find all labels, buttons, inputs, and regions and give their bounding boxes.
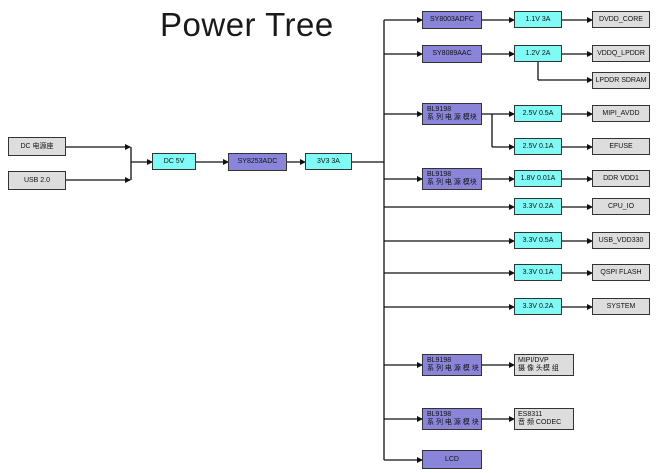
load-usb-vdd330: USB_VDD330 [592, 232, 650, 249]
regulator-bl9198-d-model: BL9198 [427, 411, 452, 418]
load-es8311-title: ES8311 [518, 411, 543, 418]
rail-2v5-b: 2.5V 0.1A [514, 138, 562, 155]
input-dc-jack: DC 电源座 [8, 137, 66, 156]
rail-3v3-qspi: 3.3V 0.1A [514, 264, 562, 281]
load-cpu-io: CPU_IO [592, 198, 650, 215]
rail-1v2: 1.2V 2A [514, 45, 562, 62]
rail-1v8: 1.8V 0.01A [514, 170, 562, 187]
dc5v-node: DC 5V [152, 153, 196, 170]
regulator-lcd: LCD [422, 450, 482, 469]
rail-2v5-a: 2.5V 0.5A [514, 105, 562, 122]
load-efuse: EFUSE [592, 138, 650, 155]
regulator-bl9198-a-desc: 系 列 电 源 模块 [427, 114, 477, 121]
input-usb: USB 2.0 [8, 171, 66, 190]
load-es8311-codec: ES8311 音 频 CODEC [514, 408, 574, 430]
load-mipi-avdd: MIPI_AVDD [592, 105, 650, 122]
regulator-bl9198-d: BL9198 系 列 电 源 模 块 [422, 408, 482, 430]
regulator-bl9198-b-desc: 系 列 电 源 模块 [427, 179, 477, 186]
regulator-bl9198-c: BL9198 系 列 电 源 模 块 [422, 354, 482, 376]
regulator-sy8003: SY8003ADFC [422, 11, 482, 29]
load-ddr-vdd1: DDR VDD1 [592, 170, 650, 187]
load-dvdd-core: DVDD_CORE [592, 11, 650, 28]
regulator-bl9198-a: BL9198 系 列 电 源 模块 [422, 103, 482, 125]
rail-3v3-system: 3.3V 0.2A [514, 298, 562, 315]
load-mipi-dvp-title: MIPI/DVP [518, 357, 549, 364]
load-system: SYSTEM [592, 298, 650, 315]
load-es8311-desc: 音 频 CODEC [518, 419, 562, 426]
regulator-bl9198-d-desc: 系 列 电 源 模 块 [427, 419, 479, 426]
load-lpddr-sdram: LPDDR SDRAM [592, 72, 650, 89]
load-qspi-flash: QSPI FLASH [592, 264, 650, 281]
regulator-bl9198-c-model: BL9198 [427, 357, 452, 364]
rail-3v3-cpu: 3.3V 0.2A [514, 198, 562, 215]
regulator-bl9198-c-desc: 系 列 电 源 模 块 [427, 365, 479, 372]
page-title: Power Tree [160, 6, 334, 43]
rail-3v3-usb: 3.3V 0.5A [514, 232, 562, 249]
load-mipi-dvp-camera: MIPI/DVP 摄 像 头模 组 [514, 354, 574, 376]
load-vddq-lpddr: VDDQ_LPDDR [592, 45, 650, 62]
main-rail: 3V3 3A [305, 153, 352, 170]
load-mipi-dvp-desc: 摄 像 头模 组 [518, 365, 559, 372]
regulator-bl9198-a-model: BL9198 [427, 106, 452, 113]
rail-1v1: 1.1V 3A [514, 11, 562, 28]
regulator-bl9198-b-model: BL9198 [427, 171, 452, 178]
main-regulator: SY8253ADC [228, 153, 287, 171]
regulator-sy8089: SY8089AAC [422, 45, 482, 63]
regulator-bl9198-b: BL9198 系 列 电 源 模块 [422, 168, 482, 190]
